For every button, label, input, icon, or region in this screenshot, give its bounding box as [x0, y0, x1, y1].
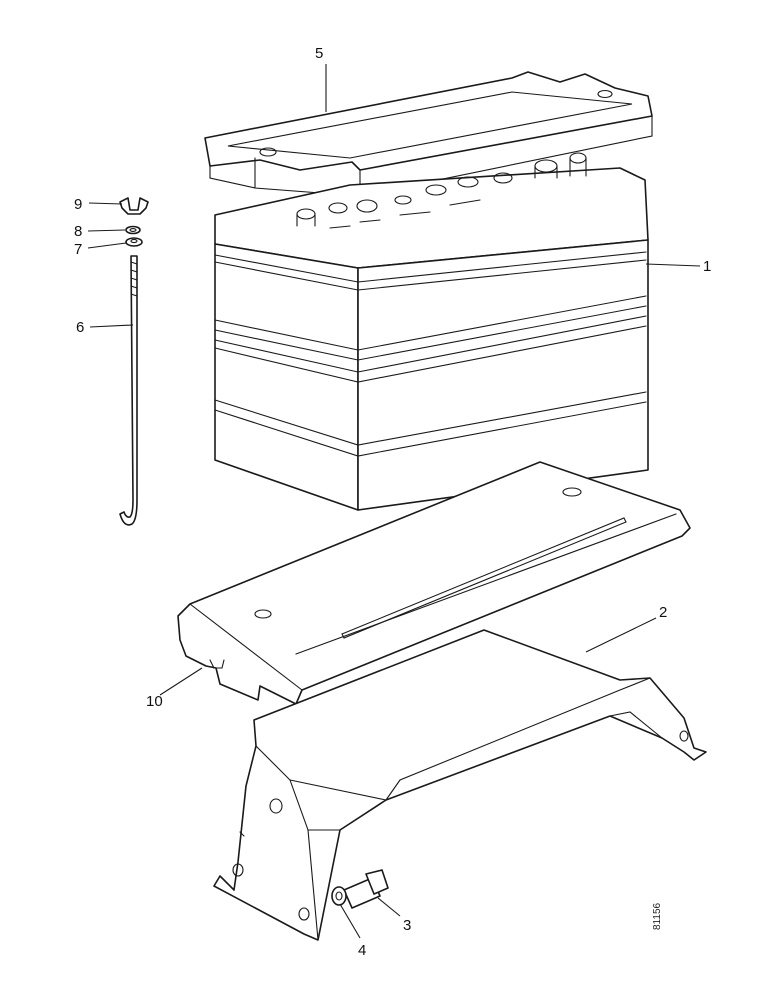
support-bracket: [213, 629, 707, 941]
callout-1: 1: [703, 258, 711, 275]
callout-3: 3: [403, 917, 411, 934]
hex-nut: [125, 237, 143, 247]
wing-nut: [119, 197, 149, 215]
callout-5: 5: [315, 45, 323, 62]
bolt: [343, 869, 389, 909]
battery-terminals: [296, 152, 587, 229]
callout-9: 9: [74, 196, 82, 213]
callout-labels: 1 2 3 4 5 6 7 8 9 10: [74, 45, 711, 959]
callout-10: 10: [146, 693, 163, 710]
hold-down-frame: [204, 71, 653, 197]
callout-6: 6: [76, 319, 84, 336]
callout-2: 2: [659, 604, 667, 621]
callout-4: 4: [358, 942, 366, 959]
lock-washer: [331, 886, 347, 906]
callout-8: 8: [74, 223, 82, 240]
callout-7: 7: [74, 241, 82, 258]
drawing-reference: 81156: [652, 902, 663, 930]
battery: [214, 152, 649, 511]
leader-lines: [87, 64, 701, 939]
j-bolt-rod: [119, 255, 138, 526]
spring-washer: [125, 225, 141, 235]
battery-tray-plate: [177, 461, 691, 705]
